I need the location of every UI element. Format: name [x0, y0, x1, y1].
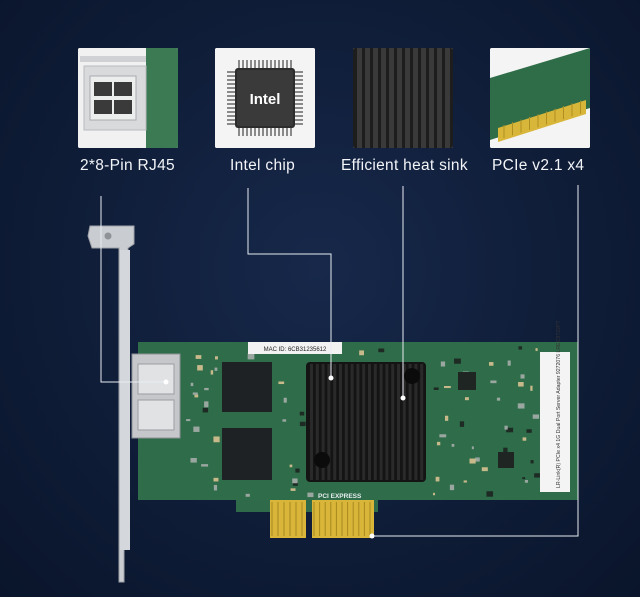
product-label	[540, 352, 570, 492]
pcb-board: MAC ID: 6CB31235612 LR-Link(R) PCIe x4 1…	[131, 320, 578, 538]
rj45-ports	[131, 353, 181, 439]
pcie-thumbnail	[490, 48, 590, 148]
pcie-gold-fingers	[270, 500, 374, 538]
caption-pcie: PCIe v2.1 x4	[492, 157, 585, 174]
heat-sink-icon	[353, 48, 453, 148]
leader-line-rj45	[100, 196, 166, 383]
caption-rj45: 2*8-Pin RJ45	[80, 157, 175, 174]
leader-lines	[100, 185, 579, 539]
chip-brand-text: Intel	[250, 91, 281, 108]
caption-heat-sink: Efficient heat sink	[341, 157, 468, 174]
pci-express-logo: PCI EXPRESS	[318, 493, 362, 500]
caption-intel-chip: Intel chip	[230, 157, 296, 174]
intel-chip-thumbnail: Intel	[215, 48, 315, 148]
rj45-port-icon	[78, 48, 178, 148]
mounting-bracket	[87, 225, 135, 583]
rj45-thumbnail	[78, 48, 178, 148]
heat-sink	[306, 362, 426, 482]
heat-sink-thumbnail	[353, 48, 453, 148]
pcie-connector-icon	[490, 48, 590, 148]
mac-label	[248, 342, 342, 354]
mac-label-text: MAC ID: 6CB31235612	[264, 347, 327, 353]
product-label-text: LR-Link(R) PCIe x4 1G Dual Port Server A…	[556, 320, 562, 488]
intel-chip-icon: Intel	[215, 48, 315, 148]
leader-line-pcie	[372, 185, 579, 537]
pcb-components	[186, 346, 540, 498]
leader-line-intel-chip	[247, 188, 332, 378]
